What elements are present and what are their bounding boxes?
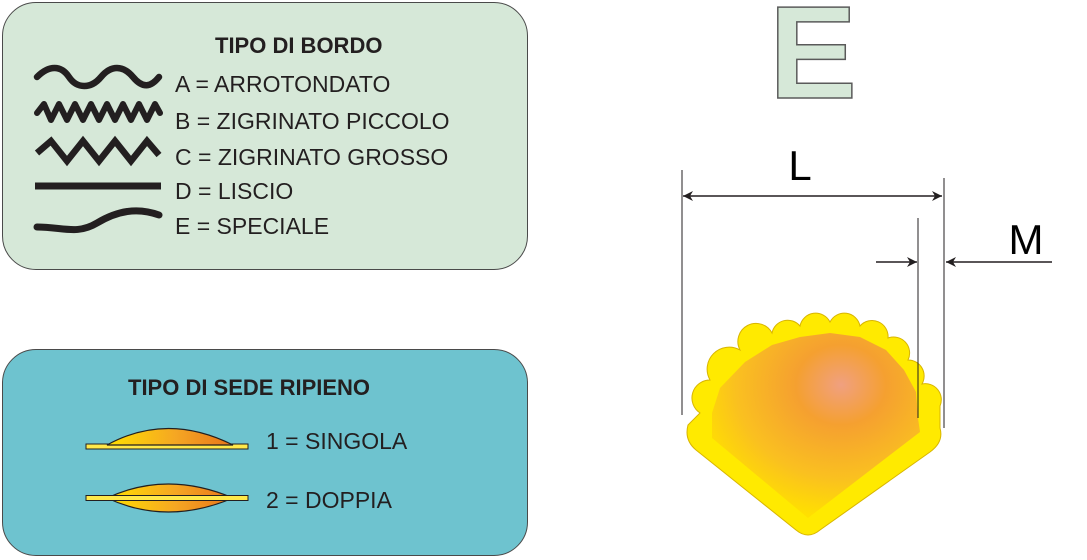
edge-type-a-label: A = ARROTONDATO — [175, 71, 391, 97]
single-filling-icon — [85, 427, 249, 450]
filling-type-2-label: 2 = DOPPIA — [266, 487, 392, 513]
filling-type-1-label: 1 = SINGOLA — [266, 428, 408, 454]
filling-type-legend-panel: TIPO DI SEDE RIPIENO 1 = SINGOLA 2 = DOP… — [2, 349, 528, 556]
straight-edge-icon — [35, 182, 161, 190]
double-filling-icon — [85, 483, 249, 513]
curved-edge-icon — [33, 207, 163, 234]
edge-type-legend-panel: TIPO DI BORDO A = ARROTONDATO B = ZIGRIN… — [2, 2, 528, 270]
wavy-edge-icon — [33, 64, 163, 90]
shape-type-letter: E — [769, 0, 857, 126]
edge-type-e-label: E = SPECIALE — [175, 213, 330, 239]
edge-type-c-label: C = ZIGRINATO GROSSO — [175, 144, 449, 170]
edge-type-d-label: D = LISCIO — [175, 178, 294, 204]
edge-type-title: TIPO DI BORDO — [215, 33, 383, 58]
pasta-filling — [712, 333, 920, 518]
large-zigzag-edge-icon — [34, 135, 162, 167]
length-dimension-label: L — [788, 142, 811, 189]
filling-type-title: TIPO DI SEDE RIPIENO — [128, 375, 371, 400]
small-zigzag-edge-icon — [34, 101, 163, 123]
margin-dimension-label: M — [1009, 216, 1044, 263]
edge-type-b-label: B = ZIGRINATO PICCOLO — [175, 108, 450, 134]
